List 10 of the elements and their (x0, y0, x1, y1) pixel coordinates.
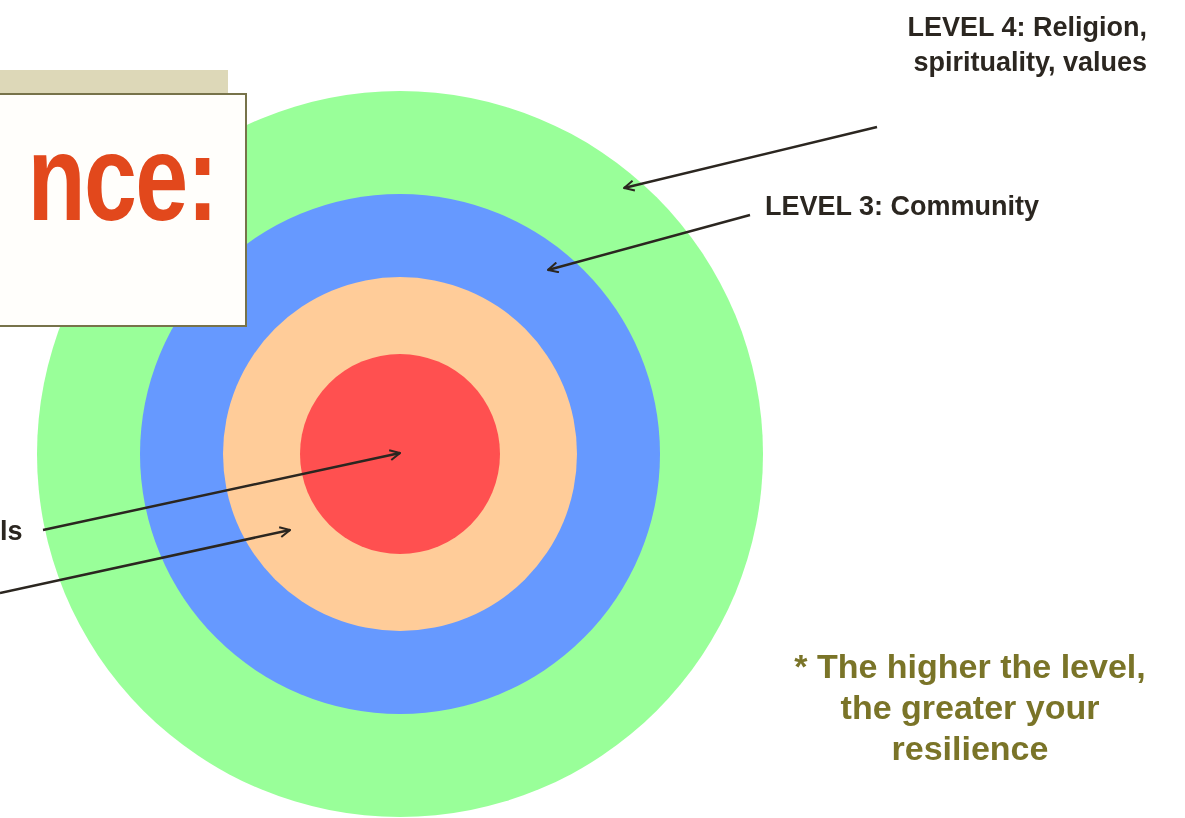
arrow (547, 213, 751, 274)
picture-frame (0, 93, 247, 327)
picture-title: nce: (27, 117, 217, 239)
arrow (623, 125, 878, 192)
arrow (0, 526, 291, 595)
level-label: ls (0, 514, 36, 550)
note-text: * The higher the level, the greater your resilience (793, 646, 1147, 769)
level-label: LEVEL 3: Community (765, 189, 1175, 229)
level-label: LEVEL 4: Religion, spirituality, values (797, 10, 1147, 110)
arrow (42, 449, 401, 532)
